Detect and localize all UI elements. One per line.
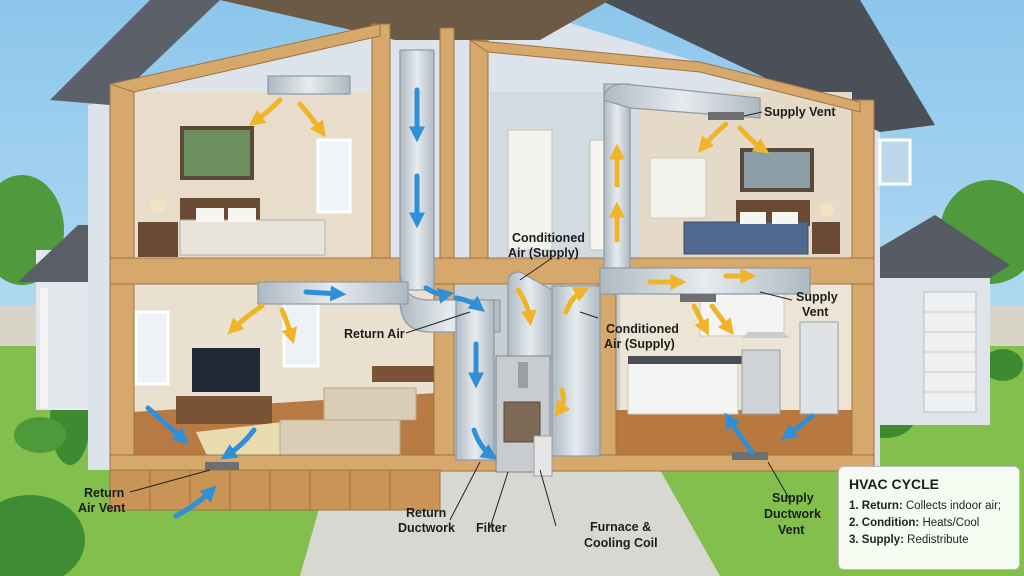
vent-grilles — [205, 112, 768, 470]
legend-item-condition-desc: Heats/Cool — [919, 517, 980, 529]
supply-trunk-top — [603, 83, 761, 119]
legend-item-supply: 3. Supply: Redistribute — [849, 532, 1011, 549]
legend-item-return-term: 1. Return: — [849, 500, 903, 512]
fence-right — [985, 306, 1024, 346]
garage — [862, 215, 1010, 425]
legend-title: HVAC CYCLE — [849, 476, 939, 492]
hvac-cycle-legend: HVAC CYCLE 1. Return: Collects indoor ai… — [838, 466, 1020, 570]
supply-duct-kitchen — [599, 267, 811, 295]
side-window-right — [878, 138, 912, 186]
legend-item-return: 1. Return: Collects indoor air; — [849, 498, 1011, 515]
legend-item-supply-term: 3. Supply: — [849, 534, 904, 546]
supply-floor-grille — [732, 452, 768, 460]
supply-arrows — [227, 97, 770, 417]
return-arrows — [145, 87, 815, 519]
legend-item-condition-term: 2. Condition: — [849, 517, 920, 529]
label-return-ductwork-1: Return — [406, 506, 446, 520]
callout-labels: Supply Vent Conditioned Air (Supply) Sup… — [78, 105, 838, 550]
legend-item-return-desc: Collects indoor air; — [902, 500, 1002, 512]
furnace — [495, 355, 553, 477]
label-furnace-2: Cooling Coil — [584, 536, 658, 550]
label-supply-ductwork-vent-1: Supply — [772, 491, 814, 505]
return-floor-grille — [205, 462, 239, 470]
label-supply-vent-top: Supply Vent — [764, 105, 836, 119]
kitchen-furniture — [627, 289, 839, 415]
label-return-air: Return Air — [344, 327, 405, 341]
label-furnace-1: Furnace & — [590, 520, 651, 534]
return-duct-vertical — [399, 49, 435, 291]
label-return-air-vent-2: Air Vent — [78, 501, 126, 515]
legend-item-supply-desc: Redistribute — [903, 534, 969, 546]
label-conditioned-air-lower-2: Air (Supply) — [604, 337, 675, 351]
label-supply-ductwork-vent-3: Vent — [778, 523, 805, 537]
leader-lines — [129, 111, 793, 529]
supply-ceiling-grille-kitchen — [680, 294, 716, 302]
label-return-ductwork-2: Ductwork — [398, 521, 455, 535]
wall-framing — [108, 23, 875, 475]
label-conditioned-air-upper-1: Conditioned — [512, 231, 585, 245]
label-filter: Filter — [476, 521, 507, 535]
supply-ceiling-grille-upstairs — [708, 112, 744, 120]
label-supply-vent-kitchen-2: Vent — [802, 305, 829, 319]
hall-door — [507, 129, 553, 251]
joists — [109, 469, 441, 511]
label-conditioned-air-upper-2: Air (Supply) — [508, 246, 579, 260]
label-supply-vent-kitchen-1: Supply — [796, 290, 838, 304]
label-conditioned-air-lower-1: Conditioned — [606, 322, 679, 336]
label-return-air-vent-1: Return — [84, 486, 124, 500]
joist-lines — [149, 470, 391, 510]
legend-item-condition: 2. Condition: Heats/Cool — [849, 515, 1011, 532]
bedroom-right — [649, 148, 840, 255]
supply-duct-main — [551, 285, 601, 457]
supply-register-upper-left — [267, 75, 351, 95]
bedroom-left — [138, 126, 352, 257]
label-supply-ductwork-vent-2: Ductwork — [764, 507, 821, 521]
